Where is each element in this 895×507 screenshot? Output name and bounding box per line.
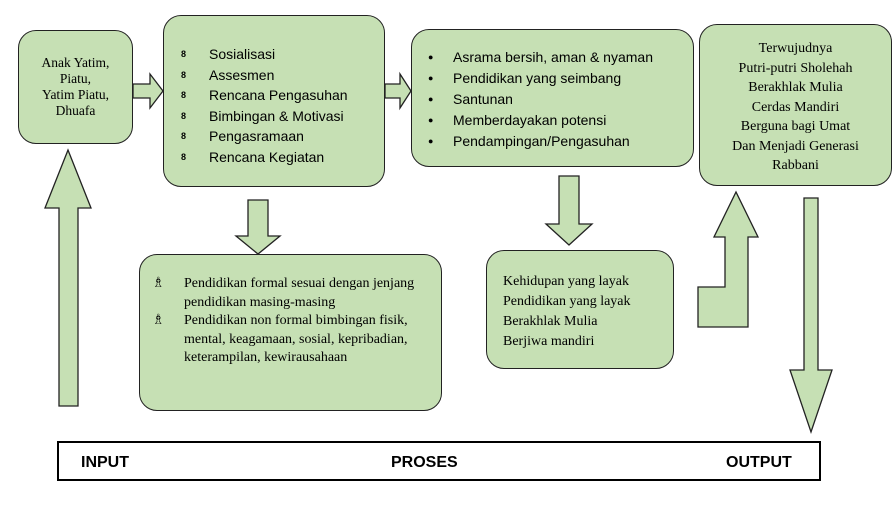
arrow-up-input [44, 148, 92, 407]
arrow-right-input-process [132, 72, 164, 110]
result-line: Berakhlak Mulia [503, 314, 598, 329]
process-item: Pengasramaan [209, 128, 304, 144]
result-line: Kehidupan yang layak [503, 274, 629, 289]
bullet-icon: ● [428, 115, 434, 125]
list-item: 8 Sosialisasi [181, 44, 384, 65]
bullet-icon: ● [428, 52, 434, 62]
output-line: Rabbani [772, 158, 819, 173]
bullet-icon: 8 [181, 69, 187, 80]
arrow-bent-up-output [697, 190, 760, 328]
education-box: ♗ Pendidikan formal sesuai dengan jenjan… [139, 254, 442, 411]
process-item: Rencana Pengasuhan [209, 87, 348, 103]
list-item: 8 Assesmen [181, 65, 384, 86]
stage-output-label: OUTPUT [726, 454, 792, 471]
result-line: Berjiwa mandiri [503, 334, 595, 349]
arrow-right-process-services [384, 71, 412, 111]
list-item: ● Pendidikan yang seimbang [428, 68, 693, 89]
services-list: ● Asrama bersih, aman & nyaman ● Pendidika… [428, 47, 693, 152]
service-item: Santunan [453, 91, 513, 107]
results-box: Kehidupan yang layak Pendidikan yang lay… [486, 250, 674, 369]
stage-process-label: PROSES [391, 454, 458, 471]
input-box: Anak Yatim, Piatu, Yatim Piatu, Dhuafa [18, 30, 133, 144]
service-item: Pendampingan/Pengasuhan [453, 133, 630, 149]
education-item: ♗ Pendidikan non formal bimbingan fisik,… [152, 312, 431, 368]
input-line: Piatu, [59, 71, 92, 86]
list-item: ● Santunan [428, 89, 693, 110]
output-line: Putri-putri Sholehah [738, 60, 853, 76]
stage-bar: INPUT PROSES OUTPUT [57, 441, 821, 481]
list-item: 8 Bimbingan & Motivasi [181, 106, 384, 127]
output-box: Terwujudnya Putri-putri Sholehah Berakhl… [699, 24, 892, 186]
education-item-text: Pendidikan non formal bimbingan fisik, m… [184, 313, 408, 365]
bullet-icon: ● [428, 136, 434, 146]
output-line: Dan Menjadi Generasi [732, 138, 859, 154]
education-item: ♗ Pendidikan formal sesuai dengan jenjan… [152, 275, 431, 312]
process-item: Bimbingan & Motivasi [209, 107, 344, 124]
bishop-bullet-icon: ♗ [152, 313, 165, 328]
service-item: Pendidikan yang seimbang [453, 70, 622, 86]
list-item: 8 Rencana Pengasuhan [181, 85, 384, 106]
input-line: Dhuafa [55, 103, 96, 118]
bullet-icon: 8 [181, 90, 187, 100]
arrow-down-services-results [544, 175, 594, 246]
result-line: Pendidikan yang layak [503, 294, 631, 309]
output-line: Cerdas Mandiri [751, 99, 840, 115]
service-item: Memberdayakan potensi [453, 112, 607, 128]
output-line: Berakhlak Mulia [748, 80, 843, 95]
process-item: Sosialisasi [209, 46, 276, 62]
output-line: Terwujudnya [758, 41, 833, 56]
list-item: 8 Rencana Kegiatan [181, 147, 384, 168]
bullet-icon: 8 [181, 49, 187, 59]
bullet-icon: ● [428, 94, 434, 104]
bullet-icon: 8 [181, 110, 187, 121]
bullet-icon: ● [428, 73, 434, 83]
input-line: Yatim Piatu, [42, 87, 109, 102]
list-item: ● Memberdayakan potensi [428, 110, 693, 131]
stage-input-label: INPUT [81, 454, 129, 471]
list-item: ● Pendampingan/Pengasuhan [428, 131, 693, 152]
list-item: ● Asrama bersih, aman & nyaman [428, 47, 693, 68]
arrow-down-output [789, 197, 833, 435]
bullet-icon: 8 [181, 151, 187, 162]
process-item: Rencana Kegiatan [209, 148, 325, 165]
process-item: Assesmen [209, 66, 275, 83]
output-line: Berguna bagi Umat [740, 119, 851, 134]
bishop-bullet-icon: ♗ [152, 276, 165, 291]
list-item: 8 Pengasramaan [181, 126, 384, 147]
input-line: Anak Yatim, [41, 55, 110, 70]
bullet-icon: 8 [181, 131, 187, 141]
arrow-down-process-education [234, 199, 282, 255]
services-box: ● Asrama bersih, aman & nyaman ● Pendidika… [411, 29, 694, 167]
service-item: Asrama bersih, aman & nyaman [453, 49, 653, 65]
education-item-text: Pendidikan formal sesuai dengan jenjang … [184, 276, 415, 310]
